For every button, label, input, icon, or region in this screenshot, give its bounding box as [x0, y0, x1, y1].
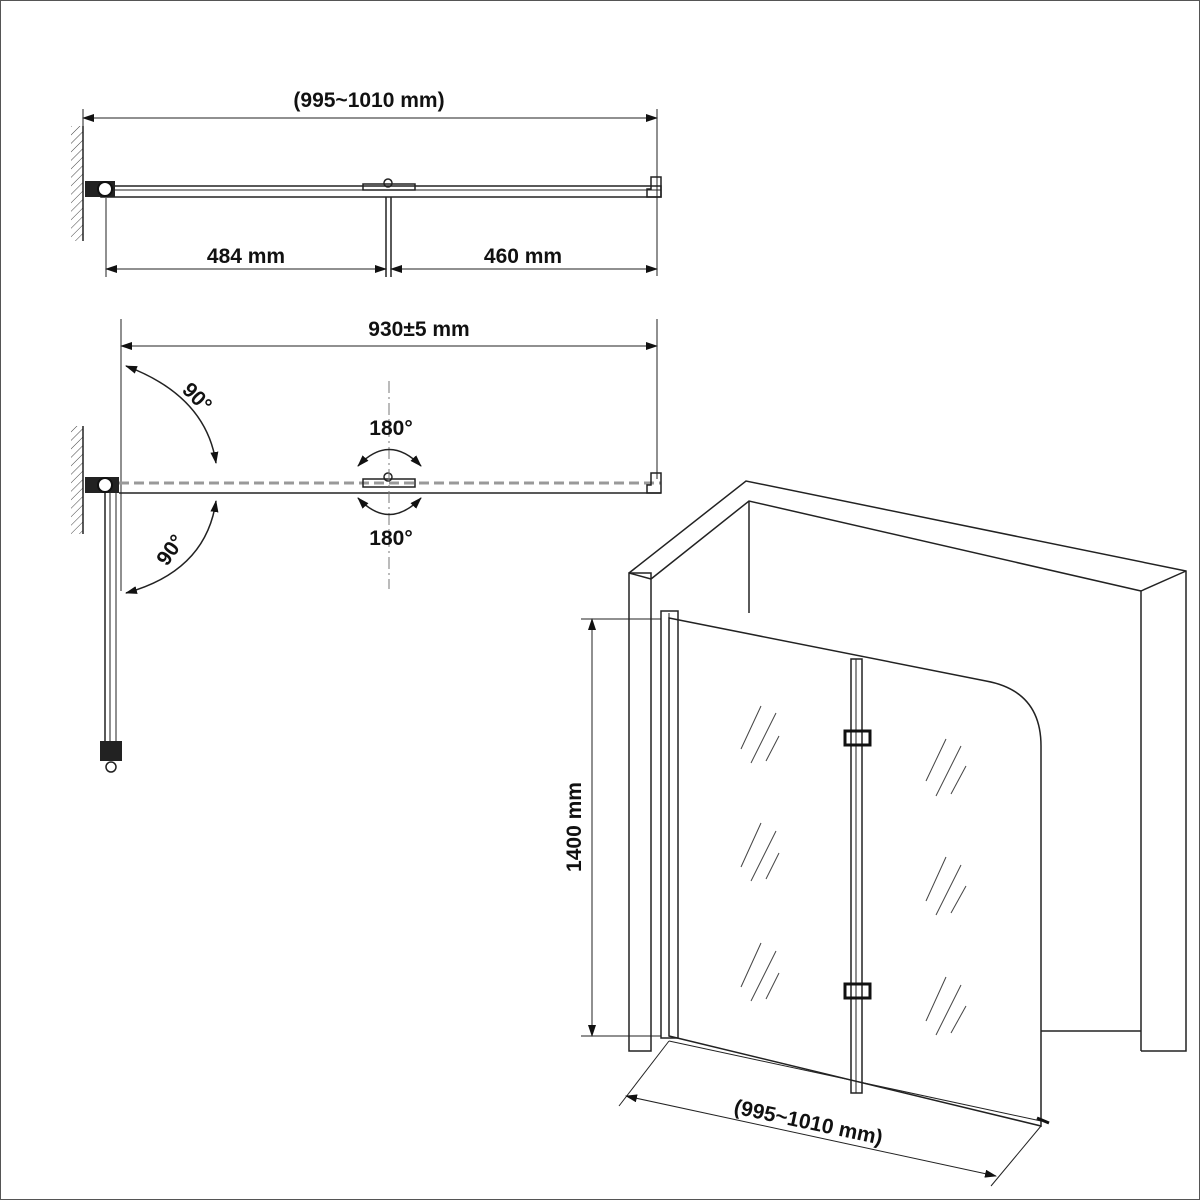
center-hinge-angle-bottom: 180° [369, 527, 412, 550]
swing-width-label: 930±5 mm [368, 318, 469, 341]
wall-edge [628, 572, 652, 580]
wall-profile [660, 610, 679, 1039]
right-panel-label: 460 mm [484, 245, 562, 268]
folded-panel-knob-icon [105, 761, 117, 773]
wall-inner-outline [650, 500, 1142, 1051]
glass-panel [100, 185, 662, 198]
center-swing-arc-bottom [357, 497, 422, 516]
hinge-icon [843, 982, 872, 1000]
wall-hinge-pivot-icon [97, 181, 113, 197]
wall-hinge-angle-top: 90° [177, 378, 216, 417]
overall-width-label: (995~1010 mm) [293, 89, 444, 112]
end-cap [646, 472, 662, 494]
glass-corner-foot [1036, 1116, 1050, 1125]
extension-line [990, 1125, 1042, 1187]
bottom-width-dimension [625, 1094, 997, 1178]
swing-arc-bottom [125, 500, 219, 594]
glass-screen [668, 617, 1042, 1127]
perspective-view: 1400 mm (995~1010 mm) [563, 480, 1187, 1187]
top-view: (995~1010 mm) 484 mm 460 mm [71, 89, 662, 277]
center-hinge-angle-top: 180° [369, 417, 412, 440]
wall-hatch [71, 426, 83, 534]
glass-reflections [740, 705, 967, 1036]
swing-arc-top [125, 365, 219, 464]
wall-hatch [71, 126, 83, 241]
center-hinge-icon [362, 183, 416, 191]
hinge-icon [843, 729, 872, 747]
wall-hinge-pivot-icon [97, 477, 113, 493]
swing-view: 930±5 mm 90° 90° 180° 180° [71, 318, 662, 773]
glass-bottom-seal [668, 1040, 1042, 1122]
folded-panel-hinge-icon [100, 741, 122, 761]
left-panel-label: 484 mm [207, 245, 285, 268]
wall-outline [628, 480, 1187, 1052]
center-hinge-pivot-icon [383, 472, 393, 482]
wall-edge [1140, 570, 1187, 592]
center-hinge-pivot-icon [383, 178, 393, 188]
bottom-width-label: (995~1010 mm) [732, 1096, 885, 1150]
center-swing-arc-top [357, 448, 422, 467]
side-wall-face [628, 572, 652, 1052]
height-label: 1400 mm [563, 782, 586, 872]
end-cap [646, 176, 662, 198]
